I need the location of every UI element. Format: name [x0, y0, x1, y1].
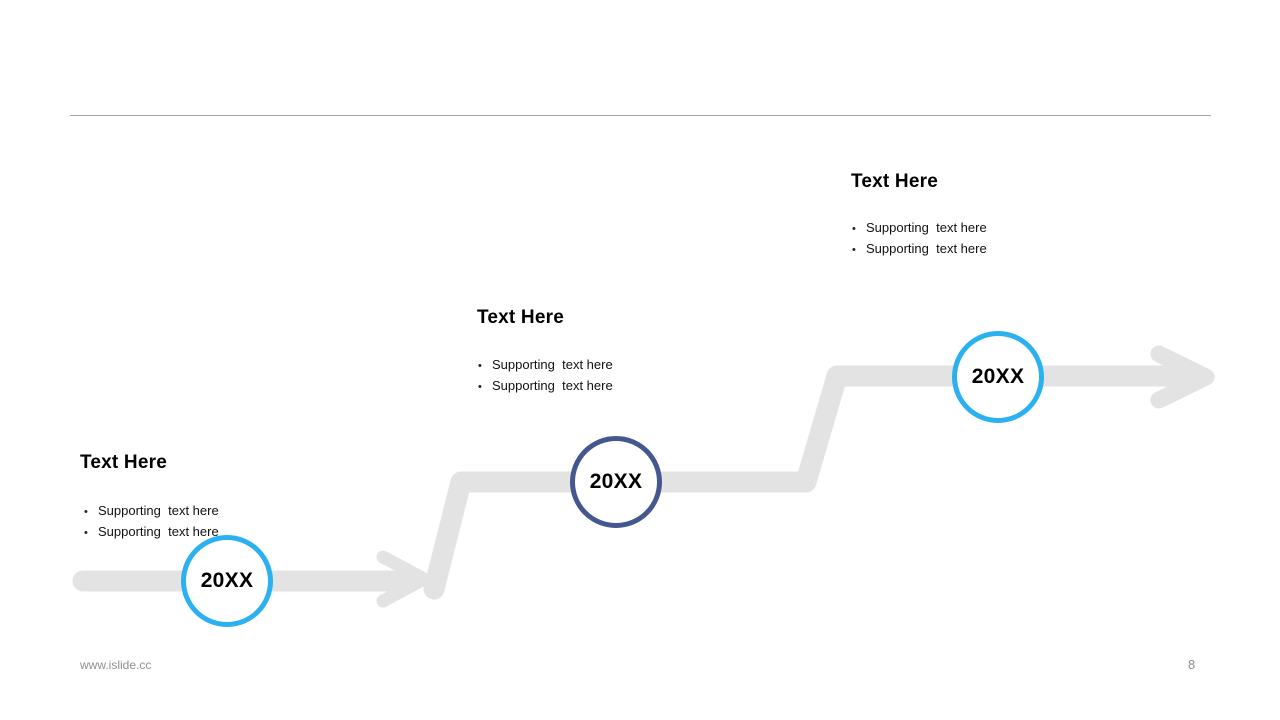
stage-2-heading: Text Here [477, 307, 564, 328]
bullet-icon: • [478, 381, 482, 393]
timeline-segment-2 [423, 365, 1187, 600]
bullet-text: Supporting text here [492, 378, 613, 393]
bullet-icon: • [852, 223, 856, 235]
list-item: • Supporting text here [84, 522, 219, 543]
stage-2-text-block: Text Here • Supporting text here • Suppo… [477, 307, 613, 397]
milestone-year: 20XX [971, 365, 1025, 388]
stage-1-text-block: Text Here • Supporting text here • Suppo… [80, 452, 219, 543]
stage-2-bullets: • Supporting text here • Supporting text… [478, 355, 613, 397]
list-item: • Supporting text here [478, 376, 613, 397]
arrow-right-end-icon [1150, 345, 1215, 409]
stage-3-bullets: • Supporting text here • Supporting text… [852, 218, 987, 260]
stage-1-heading: Text Here [80, 452, 167, 473]
bullet-text: Supporting text here [866, 220, 987, 235]
bullet-text: Supporting text here [98, 524, 219, 539]
bullet-text: Supporting text here [492, 357, 613, 372]
list-item: • Supporting text here [84, 501, 219, 522]
stage-1-bullets: • Supporting text here • Supporting text… [84, 501, 219, 543]
bullet-icon: • [84, 506, 88, 518]
list-item: • Supporting text here [852, 239, 987, 260]
milestone-year: 20XX [589, 470, 643, 493]
list-item: • Supporting text here [478, 355, 613, 376]
bullet-text: Supporting text here [866, 241, 987, 256]
bullet-icon: • [478, 360, 482, 372]
bullet-icon: • [852, 244, 856, 256]
stage-3-text-block: Text Here • Supporting text here • Suppo… [851, 171, 987, 260]
top-divider-line [70, 115, 1211, 116]
milestone-circle-1: 20XX [181, 535, 273, 627]
milestone-circle-3: 20XX [952, 331, 1044, 423]
list-item: • Supporting text here [852, 218, 987, 239]
arrow-right-icon [376, 550, 431, 608]
milestone-year: 20XX [200, 569, 254, 592]
page-number: 8 [1188, 657, 1196, 672]
bullet-icon: • [84, 527, 88, 539]
footer-website-url: www.islide.cc [80, 658, 152, 672]
stage-3-heading: Text Here [851, 171, 938, 192]
bullet-text: Supporting text here [98, 503, 219, 518]
milestone-circle-2: 20XX [570, 436, 662, 528]
